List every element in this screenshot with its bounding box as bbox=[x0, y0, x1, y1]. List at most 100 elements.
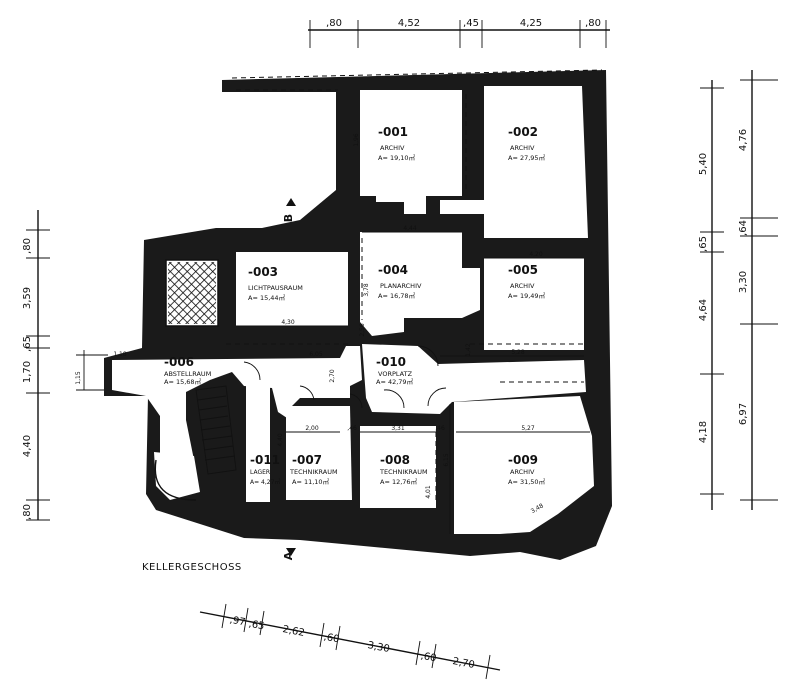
dim-top-1: ,80 bbox=[326, 18, 342, 29]
dim-bottom-4: ,60 bbox=[323, 632, 341, 646]
dim-right-inner-4: 4,18 bbox=[698, 421, 709, 443]
dim-int-8: 6,15 bbox=[443, 453, 450, 467]
bottom-dimension-chain: ,97 ,65 2,62 ,60 3,30 ,60 2,70 bbox=[199, 603, 501, 680]
dim-bottom-6: ,60 bbox=[420, 651, 438, 665]
dim-left-4: 1,70 bbox=[22, 361, 33, 383]
svg-text:B: B bbox=[282, 214, 295, 222]
svg-text:A= 15,68㎡: A= 15,68㎡ bbox=[164, 377, 202, 386]
room-label-007: -007 TECHNIKRAUM A= 11,10㎡ bbox=[289, 453, 338, 486]
dim-int-6: 2,00 bbox=[305, 425, 319, 432]
left-dimension-chain: ,80 3,59 ,65 1,70 4,40 ,80 1,15 bbox=[22, 210, 108, 521]
svg-text:-010: -010 bbox=[376, 355, 406, 369]
svg-text:LAGER: LAGER bbox=[250, 469, 270, 476]
svg-text:-004: -004 bbox=[378, 263, 408, 277]
dim-right-inner-2: ,65 bbox=[698, 236, 709, 252]
dim-int-7: 3,31 bbox=[391, 425, 405, 432]
svg-text:-008: -008 bbox=[380, 453, 410, 467]
svg-text:-009: -009 bbox=[508, 453, 538, 467]
room-label-004: -004 PLANARCHIV A= 16,78㎡ bbox=[378, 263, 422, 300]
svg-text:A= 31,50㎡: A= 31,50㎡ bbox=[508, 477, 546, 486]
svg-text:VORPLATZ: VORPLATZ bbox=[378, 370, 413, 378]
room-label-009: -009 ARCHIV A= 31,50㎡ bbox=[508, 453, 546, 486]
dim-int-1: 4,44 bbox=[403, 225, 417, 232]
dim-int-18: 1,96 bbox=[353, 133, 360, 147]
dim-bottom-5: 3,30 bbox=[366, 640, 390, 655]
svg-text:A= 15,44㎡: A= 15,44㎡ bbox=[248, 293, 286, 302]
dim-bottom-2: ,65 bbox=[248, 619, 266, 633]
svg-text:ARCHIV: ARCHIV bbox=[510, 144, 535, 152]
svg-text:PLANARCHIV: PLANARCHIV bbox=[380, 282, 422, 290]
dim-left-5: 4,40 bbox=[22, 435, 33, 457]
section-marker-b: B bbox=[282, 198, 296, 222]
svg-text:ABSTELLRAUM: ABSTELLRAUM bbox=[164, 370, 211, 378]
staircase bbox=[154, 385, 237, 501]
svg-text:A: A bbox=[282, 551, 295, 560]
room-label-010: -010 VORPLATZ A= 42,79㎡ bbox=[376, 355, 414, 386]
dim-left-7: 1,15 bbox=[75, 371, 82, 385]
room-label-005: -005 ARCHIV A= 19,49㎡ bbox=[508, 263, 546, 300]
dim-int-11: 4,40 bbox=[277, 433, 284, 447]
svg-text:ARCHIV: ARCHIV bbox=[510, 468, 535, 476]
dim-right-outer-1: 4,76 bbox=[738, 129, 749, 151]
room-label-008: -008 TECHNIKRAUM A= 12,76㎡ bbox=[379, 453, 428, 486]
svg-text:ARCHIV: ARCHIV bbox=[510, 282, 535, 290]
dim-left-6: ,80 bbox=[22, 504, 33, 520]
dim-top-2: 4,52 bbox=[398, 18, 420, 29]
svg-text:A= 19,49㎡: A= 19,49㎡ bbox=[508, 291, 546, 300]
svg-text:A= 42,79㎡: A= 42,79㎡ bbox=[376, 377, 414, 386]
dim-bottom-1: ,97 bbox=[229, 615, 247, 629]
dim-left-2: 3,59 bbox=[22, 287, 33, 309]
dim-top-5: ,80 bbox=[585, 18, 601, 29]
dim-int-5: 5,27 bbox=[521, 425, 535, 432]
dim-int-13: ,46 bbox=[347, 425, 357, 432]
svg-text:-011: -011 bbox=[250, 453, 280, 467]
top-dimension-chain: ,80 4,52 ,45 4,25 ,80 bbox=[308, 18, 610, 48]
dim-right-outer-3: 3,30 bbox=[738, 271, 749, 293]
svg-text:-002: -002 bbox=[508, 125, 538, 139]
dim-int-19: 2,70 bbox=[329, 369, 336, 383]
dim-int-20: ,46 bbox=[435, 425, 445, 432]
room-label-001: -001 ARCHIV A= 19,10㎡ bbox=[378, 125, 416, 162]
svg-text:-006: -006 bbox=[164, 355, 194, 369]
dim-int-17: 1,42 bbox=[465, 343, 472, 357]
svg-text:ARCHIV: ARCHIV bbox=[380, 144, 405, 152]
svg-text:A= 11,10㎡: A= 11,10㎡ bbox=[292, 477, 330, 486]
dim-right-inner-3: 4,64 bbox=[698, 299, 709, 321]
dim-int-4: 5,28 bbox=[511, 349, 525, 356]
svg-text:A= 12,76㎡: A= 12,76㎡ bbox=[380, 477, 418, 486]
dim-bottom-3: 2,62 bbox=[281, 624, 305, 639]
door-swings bbox=[243, 345, 447, 409]
dim-right-inner-1: 5,40 bbox=[698, 153, 709, 175]
svg-text:A= 4,27㎡: A= 4,27㎡ bbox=[250, 478, 280, 486]
dim-int-16: 1,18 bbox=[113, 351, 127, 358]
dim-bottom-7: 2,70 bbox=[451, 656, 475, 671]
svg-text:-005: -005 bbox=[508, 263, 538, 277]
svg-text:A= 27,95㎡: A= 27,95㎡ bbox=[508, 153, 546, 162]
dim-int-14: 4,01 bbox=[425, 485, 432, 499]
svg-text:-003: -003 bbox=[248, 265, 278, 279]
dim-left-1: ,80 bbox=[22, 238, 33, 254]
section-marker-a: A bbox=[282, 548, 296, 560]
dim-int-9: 3,78 bbox=[363, 283, 370, 297]
dim-right-outer-4: 6,97 bbox=[738, 403, 749, 425]
svg-text:-001: -001 bbox=[378, 125, 408, 139]
svg-text:-007: -007 bbox=[292, 453, 322, 467]
svg-text:A= 16,78㎡: A= 16,78㎡ bbox=[378, 291, 416, 300]
room-label-003: -003 LICHTPAUSRAUM A= 15,44㎡ bbox=[248, 265, 303, 302]
dashed-lines bbox=[226, 69, 603, 500]
svg-text:LICHTPAUSRAUM: LICHTPAUSRAUM bbox=[248, 284, 303, 292]
svg-text:TECHNIKRAUM: TECHNIKRAUM bbox=[289, 468, 338, 476]
dim-int-10: 2,56 bbox=[359, 323, 366, 337]
dim-right-outer-2: ,64 bbox=[738, 220, 749, 236]
room-label-011: -011 LAGER A= 4,27㎡ bbox=[250, 453, 280, 486]
room-label-002: -002 ARCHIV A= 27,95㎡ bbox=[508, 125, 546, 162]
dim-left-3: ,65 bbox=[22, 336, 33, 352]
svg-text:TECHNIKRAUM: TECHNIKRAUM bbox=[379, 468, 428, 476]
plan-title: KELLERGESCHOSS bbox=[142, 562, 242, 573]
dim-int-12: 6,05 bbox=[309, 351, 323, 358]
dim-top-3: ,45 bbox=[463, 18, 479, 29]
dim-top-4: 4,25 bbox=[520, 18, 542, 29]
light-shaft bbox=[168, 262, 216, 324]
right-dimension-chains: 5,40 ,65 4,64 4,18 4,76 ,64 3,30 6,97 bbox=[698, 70, 778, 510]
